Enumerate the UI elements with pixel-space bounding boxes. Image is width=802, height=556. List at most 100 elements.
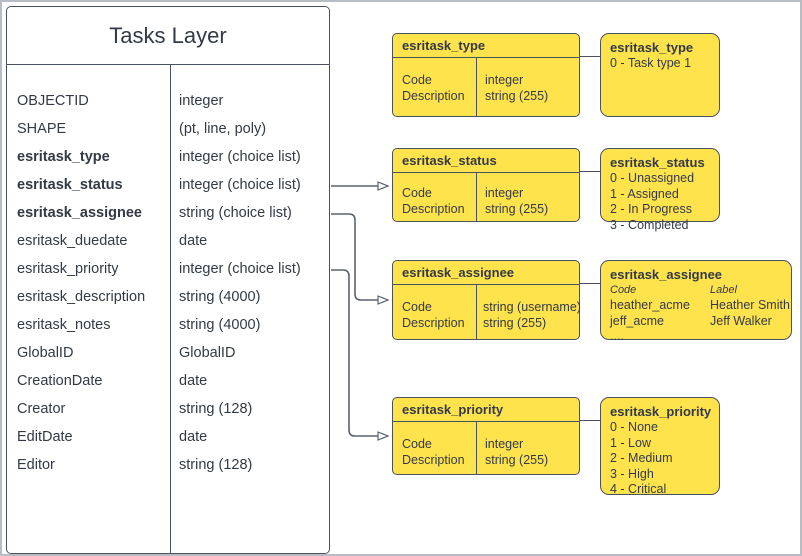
value-subheader-label: Label — [710, 284, 737, 296]
field-name: Creator — [17, 401, 66, 417]
domain-title: esritask_type — [393, 34, 579, 58]
field-type: integer (choice list) — [179, 149, 301, 165]
value-box-title: esritask_priority — [610, 404, 712, 419]
field-type: string (choice list) — [179, 205, 292, 221]
domain-box-esritask-assignee: esritask_assignee Code Description strin… — [392, 260, 581, 340]
value-box-esritask-status: esritask_status 0 - Unassigned 1 - Assig… — [600, 148, 720, 232]
domain-header-extension — [580, 56, 600, 57]
value-label: Heather Smith — [710, 298, 790, 312]
value-box-esritask-priority: esritask_priority 0 - None 1 - Low 2 - M… — [600, 397, 720, 496]
value-line: 1 - Assigned — [610, 186, 679, 201]
field-name: esritask_description — [17, 289, 146, 305]
table-row: GlobalID GlobalID — [7, 339, 329, 367]
domain-column-divider — [476, 285, 477, 339]
field-name: esritask_priority — [17, 261, 119, 277]
domain-header-extension — [580, 171, 600, 172]
field-type: string (4000) — [179, 317, 261, 333]
field-type: date — [179, 233, 208, 249]
domain-field-description: Description — [402, 202, 465, 216]
domain-right-column: string (username) string (255) — [483, 299, 581, 331]
domain-left-column: Code Description — [402, 72, 465, 104]
value-line: 0 - None — [610, 420, 658, 434]
value-line: 4 - Critical — [610, 482, 667, 496]
table-row: esritask_type integer (choice list) — [7, 143, 329, 171]
domain-type-code: integer — [485, 186, 524, 200]
field-name: CreationDate — [17, 373, 103, 389]
domain-field-description: Description — [402, 453, 465, 467]
column-divider — [170, 65, 171, 554]
field-name: SHAPE — [17, 121, 67, 137]
value-line: 3 - Completed — [610, 217, 689, 232]
domain-type-code: string (username) — [483, 300, 581, 314]
table-row: SHAPE (pt, line, poly) — [7, 115, 329, 143]
value-box-esritask-type: esritask_type 0 - Task type 1 — [600, 33, 720, 117]
table-row: esritask_duedate date — [7, 227, 329, 255]
domain-type-code: integer — [485, 73, 524, 87]
domain-header-extension — [580, 283, 600, 284]
domain-box-esritask-status: esritask_status Code Description integer… — [392, 148, 580, 222]
field-name: esritask_status — [17, 177, 123, 193]
field-type: GlobalID — [179, 345, 236, 361]
value-line: 2 - Medium — [610, 451, 673, 465]
table-row: esritask_status integer (choice list) — [7, 171, 329, 199]
table-row: Creator string (128) — [7, 395, 329, 423]
value-line: 3 - High — [610, 466, 654, 481]
domain-left-column: Code Description — [402, 436, 465, 468]
table-row: Editor string (128) — [7, 451, 329, 479]
field-name: GlobalID — [17, 345, 74, 361]
domain-right-column: integer string (255) — [485, 185, 548, 217]
value-code: jeff_acme — [610, 313, 664, 328]
field-name: esritask_type — [17, 149, 110, 165]
value-code: heather_acme — [610, 298, 690, 312]
domain-column-divider — [476, 58, 477, 116]
page-title: Tasks Layer — [7, 7, 329, 65]
field-type: string (128) — [179, 401, 253, 417]
domain-field-description: Description — [402, 316, 465, 330]
table-row: esritask_notes string (4000) — [7, 311, 329, 339]
domain-field-code: Code — [402, 300, 432, 314]
value-line: 2 - In Progress — [610, 202, 692, 216]
domain-field-code: Code — [402, 186, 432, 200]
domain-title: esritask_status — [393, 149, 579, 173]
field-type: (pt, line, poly) — [179, 121, 267, 137]
value-subheader-code: Code — [610, 284, 637, 296]
value-row: .... — [610, 329, 782, 345]
value-line: 1 - Low — [610, 435, 651, 450]
field-name: esritask_duedate — [17, 233, 128, 249]
domain-field-code: Code — [402, 73, 432, 87]
field-type: string (4000) — [179, 289, 261, 305]
field-name: Editor — [17, 457, 55, 473]
value-subheader-row: Code Label — [610, 283, 782, 298]
domain-title: esritask_priority — [393, 398, 579, 422]
field-type: integer (choice list) — [179, 261, 301, 277]
domain-column-divider — [476, 173, 477, 221]
domain-field-code: Code — [402, 437, 432, 451]
field-name: EditDate — [17, 429, 73, 445]
field-type: string (128) — [179, 457, 253, 473]
domain-right-column: integer string (255) — [485, 72, 548, 104]
domain-type-description: string (255) — [483, 316, 547, 330]
value-box-title: esritask_type — [610, 40, 694, 55]
domain-field-description: Description — [402, 89, 465, 103]
domain-box-esritask-priority: esritask_priority Code Description integ… — [392, 397, 580, 475]
domain-type-code: integer — [485, 437, 524, 451]
domain-type-description: string (255) — [485, 453, 549, 467]
domain-box-esritask-type: esritask_type Code Description integer s… — [392, 33, 580, 117]
value-line: 0 - Unassigned — [610, 171, 695, 185]
domain-left-column: Code Description — [402, 299, 465, 331]
field-type: integer (choice list) — [179, 177, 301, 193]
domain-column-divider — [476, 422, 477, 474]
field-name: esritask_notes — [17, 317, 111, 333]
table-row: esritask_description string (4000) — [7, 283, 329, 311]
table-row: esritask_priority integer (choice list) — [7, 255, 329, 283]
value-box-title: esritask_assignee — [610, 267, 723, 282]
field-type: integer — [179, 93, 224, 109]
value-row: heather_acme Heather Smith — [610, 298, 790, 314]
domain-left-column: Code Description — [402, 185, 465, 217]
